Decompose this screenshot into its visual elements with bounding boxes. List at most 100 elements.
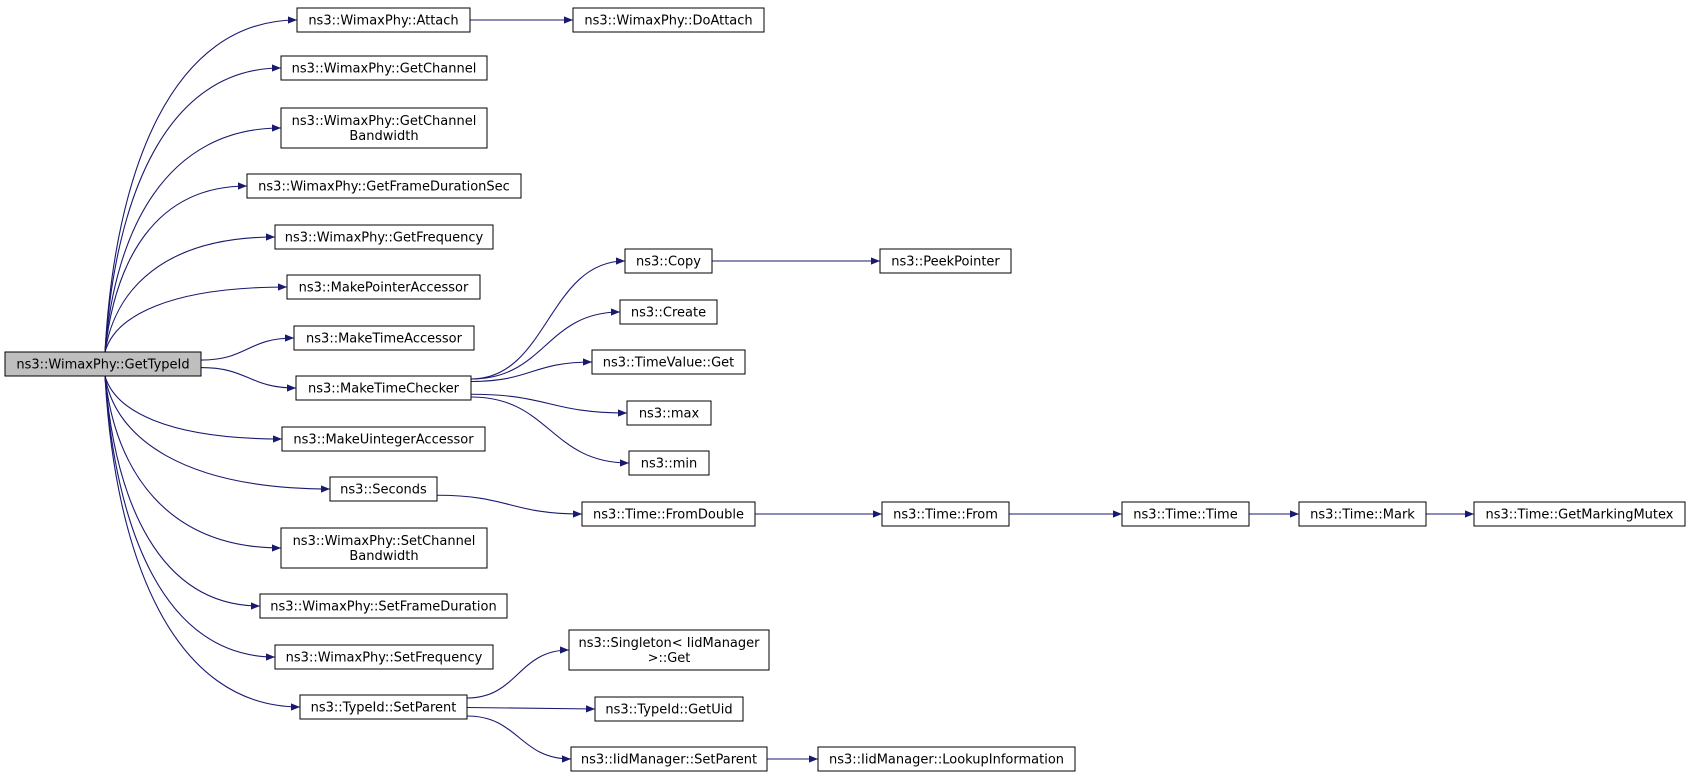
node-label: ns3::WimaxPhy::DoAttach <box>584 14 752 29</box>
node-label: ns3::MakeUintegerAccessor <box>293 433 474 448</box>
node-setfreq[interactable]: ns3::WimaxPhy::SetFrequency <box>274 644 494 670</box>
edge-setparent-to-singletonget <box>466 646 570 699</box>
node-makeuintacc[interactable]: ns3::MakeUintegerAccessor <box>281 426 486 452</box>
node-min[interactable]: ns3::min <box>628 450 710 476</box>
node-box <box>619 299 718 325</box>
node-max[interactable]: ns3::max <box>626 400 712 426</box>
node-box <box>628 450 710 476</box>
node-label: ns3::WimaxPhy::GetFrameDurationSec <box>258 180 510 195</box>
node-box <box>572 7 765 33</box>
node-label: ns3::WimaxPhy::Attach <box>308 14 458 29</box>
node-iidsetparent[interactable]: ns3::IidManager::SetParent <box>570 746 768 772</box>
node-box <box>280 107 488 149</box>
node-box <box>274 644 494 670</box>
node-getfreq[interactable]: ns3::WimaxPhy::GetFrequency <box>274 224 494 250</box>
node-setframedur[interactable]: ns3::WimaxPhy::SetFrameDuration <box>259 593 508 619</box>
node-label: ns3::max <box>639 407 700 422</box>
node-label: ns3::Time::FromDouble <box>593 508 744 523</box>
node-timetime[interactable]: ns3::Time::Time <box>1121 501 1250 527</box>
node-box <box>280 55 488 81</box>
edge-maketimechk-to-copy <box>470 257 626 380</box>
edge-line <box>104 283 288 353</box>
node-maketimechk[interactable]: ns3::MakeTimeChecker <box>295 375 472 401</box>
edge-root-to-getchannel <box>104 64 282 353</box>
edge-root-to-setframedur <box>104 375 261 610</box>
edge-line <box>470 358 593 383</box>
node-label: Bandwidth <box>349 549 418 564</box>
edge-root-to-getchannelbw <box>104 124 282 353</box>
edge-setparent-to-getuid <box>466 705 596 713</box>
node-from[interactable]: ns3::Time::From <box>881 501 1010 527</box>
edge-root-to-attach <box>104 16 298 353</box>
node-singletonget[interactable]: ns3::Singleton< IidManager>::Get <box>568 629 770 671</box>
node-box <box>246 173 522 199</box>
node-box <box>281 426 486 452</box>
node-label: ns3::Time::Mark <box>1310 508 1415 523</box>
node-box <box>881 501 1010 527</box>
edge-line <box>104 375 283 443</box>
node-box <box>624 248 713 274</box>
node-label: ns3::Time::GetMarkingMutex <box>1486 508 1674 523</box>
edge-root-to-makeuintacc <box>104 375 283 443</box>
edge-setparent-to-iidsetparent <box>466 715 572 763</box>
node-create[interactable]: ns3::Create <box>619 299 718 325</box>
node-doattach[interactable]: ns3::WimaxPhy::DoAttach <box>572 7 765 33</box>
edge-line <box>104 375 261 610</box>
edge-line <box>104 233 276 353</box>
node-label: ns3::Create <box>631 306 706 321</box>
edge-line <box>466 715 572 763</box>
edge-root-to-setfreq <box>104 375 276 661</box>
node-getmarkingmutex[interactable]: ns3::Time::GetMarkingMutex <box>1473 501 1686 527</box>
node-label: ns3::WimaxPhy::GetTypeId <box>16 358 189 373</box>
node-box <box>329 476 438 502</box>
node-copy[interactable]: ns3::Copy <box>624 248 713 274</box>
node-box <box>581 501 756 527</box>
node-label: ns3::WimaxPhy::GetChannel <box>292 62 477 77</box>
node-label: ns3::MakeTimeChecker <box>308 382 460 397</box>
edge-line <box>104 64 282 353</box>
edge-maketimechk-to-max <box>470 393 628 417</box>
edge-line <box>104 124 282 353</box>
node-box <box>296 7 471 33</box>
node-label: ns3::WimaxPhy::SetFrameDuration <box>270 600 496 615</box>
edge-root-to-makeptracc <box>104 283 288 353</box>
edges-layer <box>104 16 1474 763</box>
node-attach[interactable]: ns3::WimaxPhy::Attach <box>296 7 471 33</box>
node-box <box>286 274 481 300</box>
node-box <box>295 375 472 401</box>
edge-root-to-maketimeacc <box>200 334 295 361</box>
edge-line <box>470 257 626 380</box>
edge-line <box>466 646 570 699</box>
node-getframedur[interactable]: ns3::WimaxPhy::GetFrameDurationSec <box>246 173 522 199</box>
root-node: ns3::WimaxPhy::GetTypeId <box>4 351 202 377</box>
node-mark[interactable]: ns3::Time::Mark <box>1298 501 1427 527</box>
node-box <box>274 224 494 250</box>
node-lookupinfo[interactable]: ns3::IidManager::LookupInformation <box>817 746 1076 772</box>
node-fromdouble[interactable]: ns3::Time::FromDouble <box>581 501 756 527</box>
node-label: ns3::WimaxPhy::GetFrequency <box>285 231 484 246</box>
edge-root-to-setchannelbw <box>104 375 282 552</box>
node-label: ns3::WimaxPhy::SetChannel <box>293 534 476 549</box>
node-peekptr[interactable]: ns3::PeekPointer <box>879 248 1012 274</box>
node-label: ns3::Time::Time <box>1133 508 1237 523</box>
node-label: ns3::TypeId::SetParent <box>311 701 457 716</box>
node-box <box>293 325 475 351</box>
node-timevalueget[interactable]: ns3::TimeValue::Get <box>591 349 746 375</box>
edge-root-to-seconds <box>104 375 331 493</box>
node-box <box>1473 501 1686 527</box>
node-getchannel[interactable]: ns3::WimaxPhy::GetChannel <box>280 55 488 81</box>
node-label: ns3::TimeValue::Get <box>603 356 735 371</box>
node-seconds[interactable]: ns3::Seconds <box>329 476 438 502</box>
edge-seconds-to-fromdouble <box>436 494 583 518</box>
node-box <box>1121 501 1250 527</box>
node-label: ns3::Copy <box>636 255 701 270</box>
edge-line <box>436 494 583 518</box>
node-maketimeacc[interactable]: ns3::MakeTimeAccessor <box>293 325 475 351</box>
edge-line <box>104 375 301 711</box>
node-makeptracc[interactable]: ns3::MakePointerAccessor <box>286 274 481 300</box>
node-getuid[interactable]: ns3::TypeId::GetUid <box>594 696 744 722</box>
node-setparent[interactable]: ns3::TypeId::SetParent <box>299 694 468 720</box>
